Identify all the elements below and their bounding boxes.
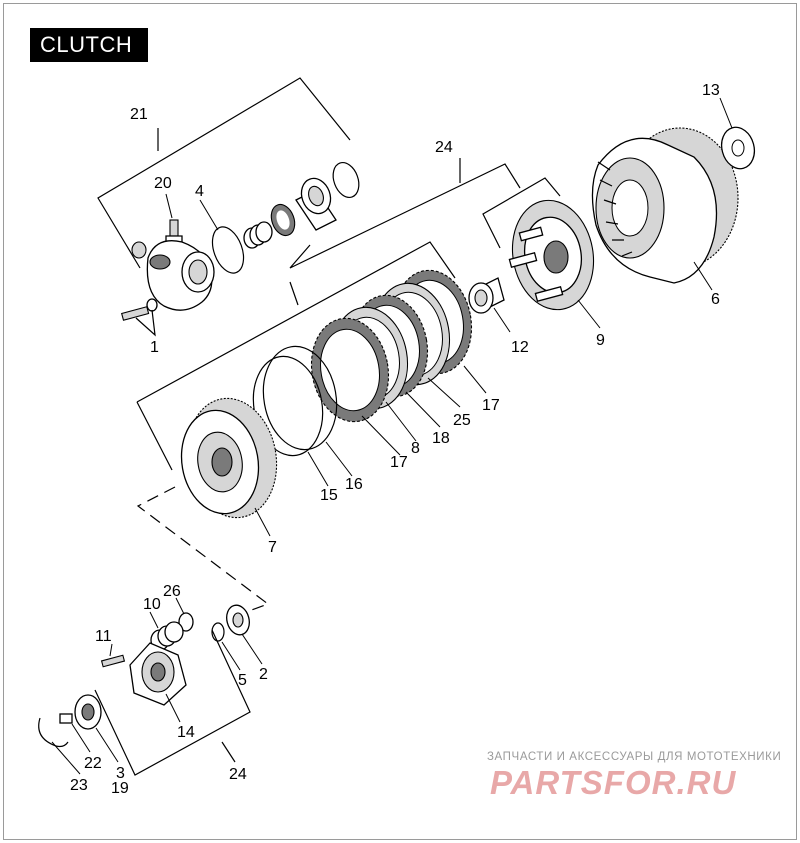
label-3: 3 — [116, 765, 125, 782]
part-9-clutch-hub — [508, 199, 595, 311]
label-26: 26 — [163, 583, 181, 600]
label-25: 25 — [453, 412, 471, 429]
label-19: 19 — [111, 780, 129, 797]
part-21-seal — [270, 203, 296, 237]
label-23: 23 — [70, 777, 88, 794]
part-21-retaining-ring — [332, 161, 360, 199]
part-5-snap-ring — [211, 622, 225, 642]
label-16: 16 — [345, 476, 363, 493]
part-13-thrust-washer — [720, 126, 756, 170]
label-14: 14 — [177, 724, 195, 741]
center-axis-dashed — [136, 486, 270, 613]
label-24-top: 24 — [435, 139, 453, 156]
part-2-bearing — [226, 604, 250, 636]
part-11-screw — [100, 654, 126, 668]
part-14-retainer — [129, 642, 187, 706]
watermark-tagline: ЗАПЧАСТИ И АКСЕССУАРЫ ДЛЯ МОТОТЕХНИКИ — [487, 751, 782, 763]
label-22: 22 — [84, 755, 102, 772]
label-11: 11 — [95, 628, 112, 645]
label-18: 18 — [432, 430, 450, 447]
part-20-bleeder — [165, 219, 183, 243]
part-22-shaft-screw — [59, 713, 73, 724]
part-4-oring — [211, 226, 245, 274]
part-21-piston — [295, 177, 337, 231]
label-1: 1 — [150, 339, 159, 356]
diagram-frame — [3, 3, 797, 840]
label-12: 12 — [511, 339, 529, 356]
part-12-bushing — [468, 277, 505, 314]
part-3-bearing — [74, 694, 102, 730]
label-20: 20 — [154, 175, 172, 192]
label-24-bottom: 24 — [229, 766, 247, 783]
label-8: 8 — [411, 440, 420, 457]
part-7-pressure-plate — [180, 397, 278, 519]
label-2: 2 — [259, 666, 268, 683]
leader-lines — [51, 97, 733, 775]
label-10: 10 — [143, 596, 161, 613]
part-labels: 21 20 4 1 24 13 6 9 12 17 25 18 8 17 16 … — [70, 82, 720, 797]
label-15: 15 — [320, 487, 338, 504]
bracket-24-bottom — [94, 629, 251, 776]
bracket-21 — [97, 77, 351, 269]
label-13: 13 — [702, 82, 720, 99]
bracket-24-top — [136, 158, 561, 471]
label-9: 9 — [596, 332, 605, 349]
watermark-logo: PARTSFOR.RU — [490, 764, 737, 801]
label-5: 5 — [238, 672, 247, 689]
label-7: 7 — [268, 539, 277, 556]
part-21-cover — [131, 240, 215, 311]
part-26-washer — [178, 612, 194, 632]
label-17-front: 17 — [390, 454, 408, 471]
part-1-screws — [120, 298, 158, 337]
part-6-clutch-shell — [591, 127, 739, 284]
label-4: 4 — [195, 183, 204, 200]
label-17-rear: 17 — [482, 397, 500, 414]
part-21-spring — [243, 221, 273, 249]
diagram-title: CLUTCH — [30, 28, 148, 62]
label-21: 21 — [130, 106, 148, 123]
label-6: 6 — [711, 291, 720, 308]
